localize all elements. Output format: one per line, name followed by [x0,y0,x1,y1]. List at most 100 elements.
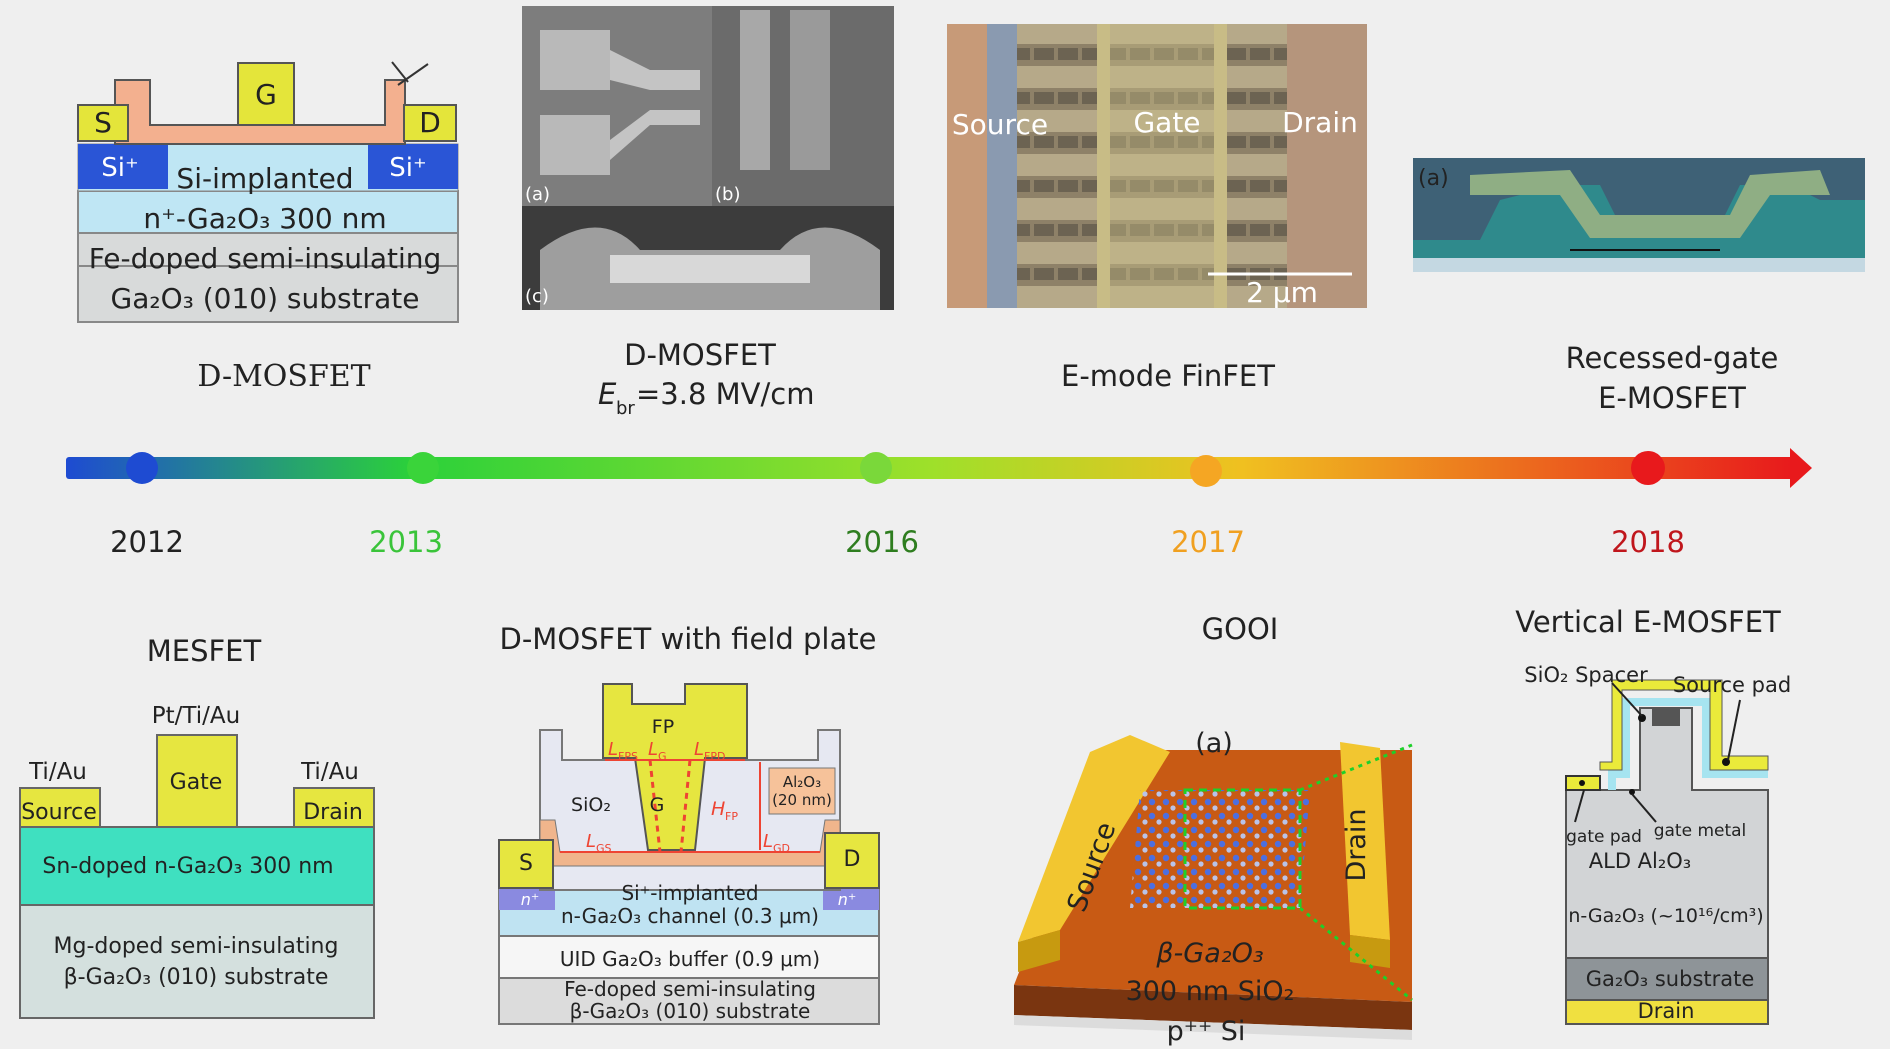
dmosfet-2012-source: S [94,106,112,139]
dmosfet-2013-breakdown-field: E br =3.8 MV/cm [598,377,814,419]
year-2017: 2017 [1171,525,1245,559]
fp-source: S [519,851,533,876]
finfet-gate-label: Gate [1133,106,1200,139]
dmosfet-2012-implant: Si-implanted [176,162,353,195]
dmosfet-2012-diagram: S G D Si⁺ Si⁺ Si-implanted n⁺-Ga₂O₃ 300 … [77,61,459,323]
dmosfet-2012-title: D-MOSFET [197,359,370,394]
gooi-panel-a: (a) [1195,728,1233,759]
mesfet-gate: Gate [170,770,223,795]
mesfet-substrate-2: β-Ga₂O₃ (010) substrate [64,965,329,990]
timeline-dot-2013 [407,452,439,484]
finfet-title: E-mode FinFET [1061,359,1275,393]
gooi-title: GOOI [1202,612,1279,646]
gate-metal-label: gate metal [1654,821,1747,841]
dmosfet-2012-si-left: Si⁺ [101,153,138,183]
sem-panel-a: (a) [525,184,550,205]
svg-text:FPS: FPS [618,750,638,763]
fp-label: FP [652,716,674,738]
al2o3-thickness: (20 nm) [772,791,832,809]
lgs-label: L [586,831,596,852]
dmosfet-2012-substrate-1: Fe-doped semi-insulating [89,242,442,275]
dmosfet-2012-drain: D [419,106,441,139]
mesfet-drain: Drain [303,800,363,825]
vertical-title: Vertical E-MOSFET [1515,605,1781,639]
gooi-diagram: (a) Source Drain β-Ga₂O₃ 300 nm SiO₂ p⁺⁺… [1014,728,1413,1047]
gate-pad-label: gate pad [1566,827,1642,847]
svg-text:FP: FP [725,810,738,823]
svg-text:br: br [616,398,635,419]
nplus-left: n⁺ [521,890,540,909]
source-pad-label: Source pad [1673,673,1791,697]
svg-text:FPD: FPD [704,750,725,763]
svg-text:GD: GD [773,842,790,855]
hfp-label: H [711,798,725,820]
dmosfet-fp-title: D-MOSFET with field plate [500,622,877,656]
gooi-layer-ga2o3: β-Ga₂O₃ [1155,938,1263,969]
timeline-dot-2016 [860,452,892,484]
timeline-dot-2018 [1631,451,1665,485]
lfps-label: L [608,739,618,760]
mesfet-substrate-1: Mg-doped semi-insulating [54,934,339,959]
mesfet-title: MESFET [147,634,262,668]
dmosfet-2012-si-right: Si⁺ [389,153,426,183]
svg-text:G: G [658,750,667,763]
gate-g-label: G [650,794,665,816]
nplus-right: n⁺ [838,890,857,909]
year-2016: 2016 [845,525,919,559]
dmosfet-fp-diagram: FP L FPS L G L FPD SiO₂ G H FP Al₂O₃ (20… [498,683,880,1025]
mesfet-gate-metal: Pt/Ti/Au [152,703,240,729]
sem-panel-c: (c) [525,286,549,307]
fp-substrate-1: Fe-doped semi-insulating [564,977,816,1001]
ngao-label: n-Ga₂O₃ (~10¹⁶/cm³) [1568,905,1763,927]
svg-text:E: E [598,377,617,411]
mesfet-source-metal: Ti/Au [28,759,87,785]
svg-text:GS: GS [596,842,612,855]
dmosfet-2012-channel: n⁺-Ga₂O₃ 300 nm [143,202,386,235]
finfet-drain-label: Drain [1282,106,1358,139]
fp-substrate-2: β-Ga₂O₃ (010) substrate [570,999,811,1023]
recessed-gate-sem-image: (a) [1413,158,1865,272]
timeline-dot-2012 [126,452,158,484]
mesfet-drain-metal: Ti/Au [300,759,359,785]
vertical-substrate-label: Ga₂O₃ substrate [1586,967,1755,991]
year-2018: 2018 [1611,525,1685,559]
finfet-source-label: Source [952,108,1048,141]
finfet-sem-image: Source Gate Drain 2 μm [947,24,1367,309]
recessed-title-1: Recessed-gate [1566,341,1779,375]
dmosfet-2013-title: D-MOSFET [624,338,776,372]
lg-label: L [648,739,658,760]
timeline-bar [66,457,1796,479]
vertical-drain-label: Drain [1638,999,1695,1023]
vertical-emosfet-diagram: SiO₂ Spacer Source pad gate pad gate met… [1524,663,1791,1025]
year-2012: 2012 [110,525,184,559]
recessed-panel-a: (a) [1418,166,1449,191]
spacer-label: SiO₂ Spacer [1524,663,1648,687]
fp-buffer: UID Ga₂O₃ buffer (0.9 μm) [560,947,820,971]
timeline: 2012 2013 2016 2017 2018 [66,448,1812,559]
al2o3-label: Al₂O₃ [783,773,821,791]
mesfet-channel: Sn-doped n-Ga₂O₃ 300 nm [42,854,333,879]
mesfet-source: Source [21,800,97,825]
lfpd-label: L [694,739,704,760]
sio2-label: SiO₂ [571,794,611,816]
lgd-label: L [763,831,773,852]
fp-implant-1: Si⁺-implanted [621,881,758,905]
gooi-layer-si: p⁺⁺ Si [1167,1016,1246,1047]
finfet-scale-bar: 2 μm [1246,276,1318,309]
gooi-layer-sio2: 300 nm SiO₂ [1126,976,1295,1007]
ald-label: ALD Al₂O₃ [1589,849,1691,873]
recessed-title-2: E-MOSFET [1598,381,1746,415]
dmosfet-2012-substrate-2: Ga₂O₃ (010) substrate [111,282,420,315]
svg-text:=3.8 MV/cm: =3.8 MV/cm [636,377,814,411]
gooi-drain: Drain [1341,808,1372,881]
sem-panel-b: (b) [715,184,740,205]
year-2013: 2013 [369,525,443,559]
timeline-dot-2017 [1190,455,1222,487]
fp-drain: D [844,847,861,872]
dmosfet-2013-sem-image: (a) (b) (c) [522,6,894,310]
timeline-arrowhead [1790,448,1812,488]
dmosfet-2012-gate: G [255,78,277,111]
fp-implant-2: n-Ga₂O₃ channel (0.3 μm) [561,904,819,928]
mesfet-diagram: Ti/Au Pt/Ti/Au Ti/Au Source Gate Drain S… [19,703,375,1019]
